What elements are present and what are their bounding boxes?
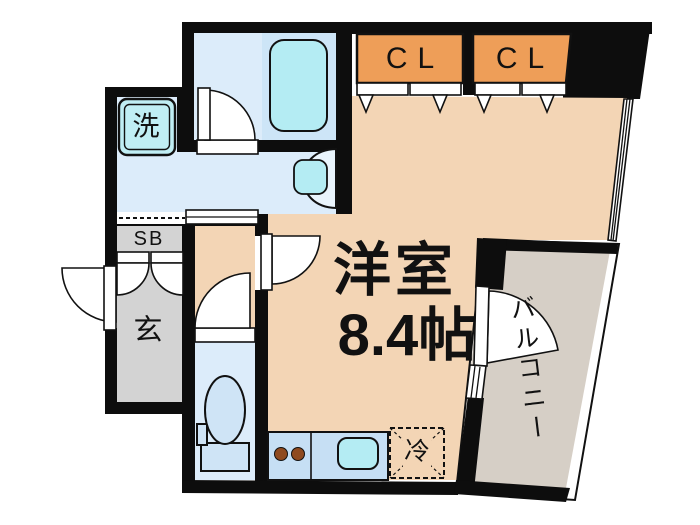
washroom-partition [117, 209, 259, 225]
shoe-box-doors [116, 251, 184, 296]
closet-left [355, 32, 465, 115]
closet-right-label: CL [495, 42, 555, 75]
main-room-name: 洋室 [332, 238, 458, 303]
bathtub [269, 39, 328, 132]
top-right-corner-wall [563, 22, 651, 99]
main-room-size: 8.4帖 [337, 303, 477, 368]
washer-label: 洗 [132, 111, 160, 142]
bathroom-door [196, 87, 259, 155]
stove-burner [291, 447, 305, 461]
refrigerator-label: 冷 [403, 436, 431, 467]
window-balcony [465, 364, 487, 400]
entrance-label: 玄 [133, 314, 163, 347]
washing-machine [117, 97, 177, 157]
closet-left-label: CL [385, 42, 445, 75]
toilet-door [194, 272, 256, 343]
kitchen-sink [337, 437, 379, 470]
refrigerator-space [389, 427, 445, 479]
closet-right [471, 32, 573, 115]
balcony-pillar [475, 238, 507, 290]
window-main [607, 98, 634, 242]
main-room-door [260, 233, 321, 291]
balcony-door [473, 285, 559, 367]
entrance-door [61, 265, 117, 331]
shoe-box-label: SB [133, 228, 165, 250]
stove-burner [274, 447, 288, 461]
vanity-sink [293, 147, 337, 210]
main-room-floor [268, 96, 627, 480]
toilet [196, 375, 250, 472]
kitchen-counter [267, 431, 389, 481]
